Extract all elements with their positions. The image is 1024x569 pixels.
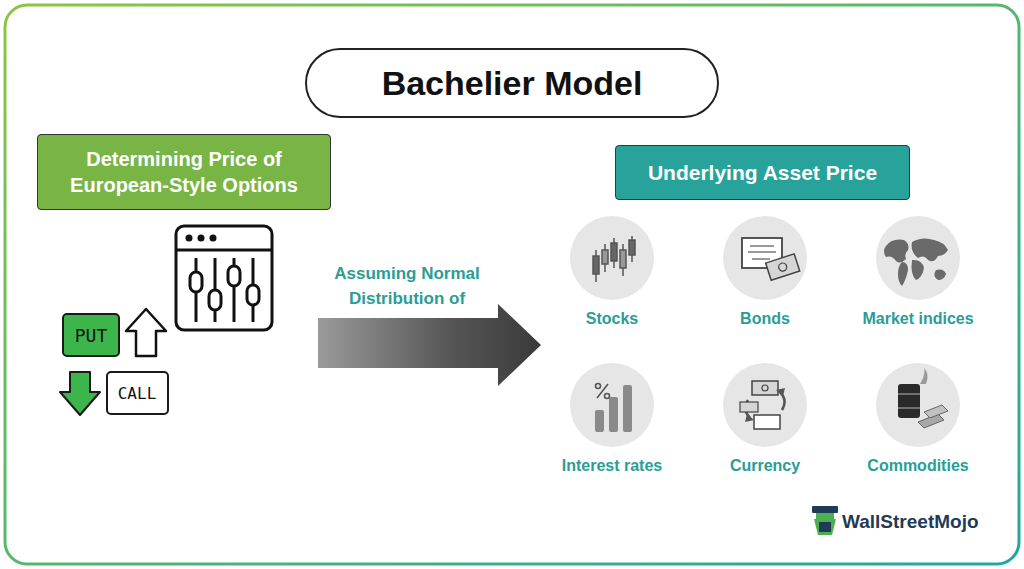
asset-label: Market indices [862,310,973,328]
asset-label: Bonds [740,310,790,328]
asset-circle: Currency [723,363,807,447]
category-box: Underlying Asset Price [615,145,910,200]
asset-circle: Bonds [723,216,807,300]
option-tag: CALL [106,371,169,415]
asset-circle: Stocks [570,216,654,300]
asset-circle: Commodities [876,363,960,447]
asset-circle: Market indices [876,216,960,300]
asset-label: Commodities [867,457,968,475]
asset-label: Currency [730,457,800,475]
asset-circle: Interest rates [570,363,654,447]
asset-label: Stocks [586,310,638,328]
box-text: CALL [118,384,157,403]
title-pill: Bachelier Model [305,48,719,118]
box-text: PUT [75,325,108,346]
box-text: Underlying Asset Price [648,161,877,185]
box-text: Determining Price of European-Style Opti… [48,146,320,198]
brand-watermark: WallStreetMojo [842,511,1012,533]
asset-label: Interest rates [562,457,663,475]
title-text: Bachelier Model [382,64,643,103]
category-box: Determining Price of European-Style Opti… [37,134,331,210]
arrow-label: Assuming Normal Distribution of [312,262,502,311]
option-tag: PUT [62,313,120,357]
